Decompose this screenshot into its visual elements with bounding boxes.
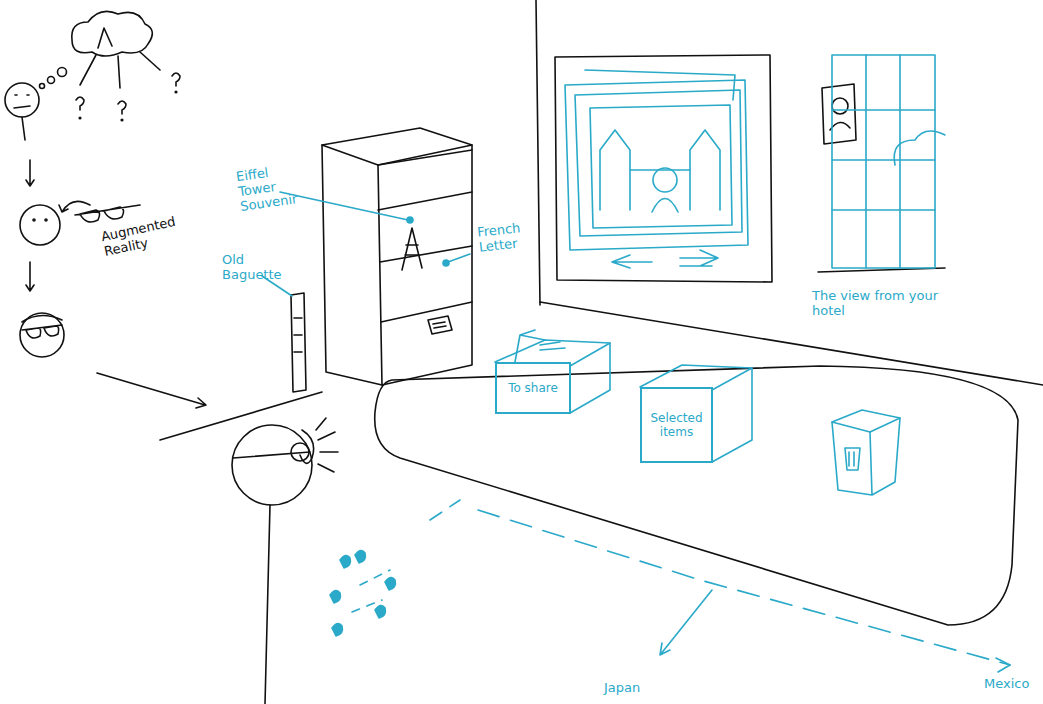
annotation-label: French Letter	[477, 219, 532, 254]
annotation-label: Augmented Reality	[100, 215, 175, 259]
annotation-label: Eiffel Tower Souvenir	[235, 161, 301, 214]
node-text-group: Selected items	[644, 411, 709, 439]
node-label: Selected items	[644, 411, 709, 439]
node-text-group: To share	[508, 381, 558, 395]
annotation-label: Old Baguette	[222, 252, 282, 282]
node-label: To share	[508, 381, 558, 395]
annotation-label: The view from your hotel	[812, 288, 957, 318]
box-node: Selected items	[640, 387, 713, 463]
box-node: To share	[495, 362, 571, 414]
annotation-label: Mexico	[984, 676, 1043, 691]
annotation-label: Japan	[604, 680, 664, 695]
